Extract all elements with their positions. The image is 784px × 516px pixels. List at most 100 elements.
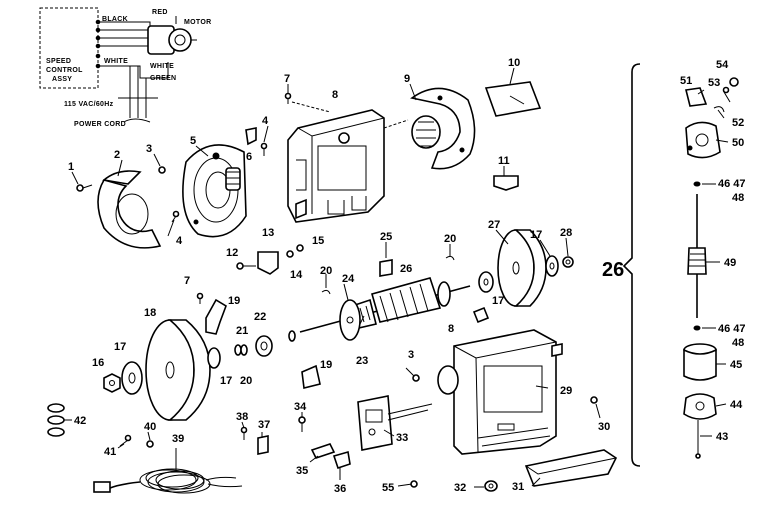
control-label: CONTROL <box>46 67 83 74</box>
part-18: 18 <box>144 307 156 319</box>
part-25: 25 <box>380 231 392 243</box>
part-48-upper: 48 <box>732 192 744 204</box>
spacer-22-graphic <box>255 335 273 357</box>
part-38: 38 <box>236 411 248 423</box>
housing-dashed-leaders <box>291 101 409 129</box>
tool-rest-19-right-graphic <box>301 364 321 389</box>
part-24: 24 <box>342 273 355 285</box>
flange-17-right-graphic <box>478 271 494 293</box>
wire-white-label-2: WHITE <box>150 63 174 70</box>
part-41: 41 <box>104 446 116 458</box>
main-housing-graphic <box>287 109 385 223</box>
part-3-lower: 3 <box>408 349 414 361</box>
part-14: 14 <box>290 269 303 281</box>
flange-17-mid-graphic <box>207 347 221 369</box>
part-13: 13 <box>262 227 274 239</box>
small-bushing-graphic <box>472 306 490 324</box>
nut-16-graphic <box>103 373 121 393</box>
part-7-lower: 7 <box>184 275 190 287</box>
part-23: 23 <box>356 355 368 367</box>
motor-symbol <box>147 25 197 55</box>
part-4-lower: 4 <box>176 235 183 247</box>
screw-38-graphic <box>240 426 248 440</box>
part-numbers: 1 2 3 5 4 4 6 7 8 9 10 11 12 13 14 15 7 … <box>68 57 746 495</box>
part-55: 55 <box>382 482 394 494</box>
part-21: 21 <box>236 325 248 337</box>
eye-shield-graphic <box>484 81 542 117</box>
nut-3-lower-graphic <box>412 374 420 382</box>
leader-23 <box>359 315 365 325</box>
part-44: 44 <box>730 399 743 411</box>
part-17-left: 17 <box>114 341 126 353</box>
part-7-top: 7 <box>284 73 290 85</box>
washer-shaft-graphic <box>288 330 296 342</box>
part-22: 22 <box>254 311 266 323</box>
part-42: 42 <box>74 415 86 427</box>
part-40: 40 <box>144 421 156 433</box>
foot-32-graphic <box>484 480 498 492</box>
wiring-schematic: SPEED CONTROL ASSY <box>39 7 211 128</box>
screw-41-graphic <box>119 434 132 447</box>
nut-3-graphic <box>158 166 166 174</box>
leader-lines <box>64 67 731 488</box>
part-6: 6 <box>246 151 252 163</box>
flange-17-left-graphic <box>121 361 143 395</box>
part-46-47-upper: 46 47 <box>718 178 746 190</box>
part-17-mid: 17 <box>220 375 232 387</box>
part-34: 34 <box>294 401 307 413</box>
bracket-group-26 <box>622 63 641 467</box>
wires <box>98 16 177 123</box>
washer-14-15-graphics <box>286 244 304 258</box>
clip-20-right-graphic <box>445 255 455 261</box>
part-17-right: 17 <box>492 295 504 307</box>
washer-21-graphic <box>240 344 248 356</box>
bracket-37-graphic <box>257 435 269 455</box>
part-20-mid: 20 <box>320 265 332 277</box>
washer-30-graphic <box>590 396 598 404</box>
part-11: 11 <box>498 155 510 167</box>
part-9: 9 <box>404 73 410 85</box>
part-53: 53 <box>708 77 720 89</box>
wire-white-label-1: WHITE <box>104 58 128 65</box>
clip-20-graphic <box>321 289 331 295</box>
switch-33-graphic <box>357 395 433 451</box>
part-8-lower: 8 <box>448 323 454 335</box>
screw-12-graphic <box>236 262 256 270</box>
power-cord-39-graphic <box>93 468 243 494</box>
part-36: 36 <box>334 483 346 495</box>
part-2: 2 <box>114 149 120 161</box>
part-5: 5 <box>190 135 196 147</box>
part-27: 27 <box>488 219 500 231</box>
part-32: 32 <box>454 482 466 494</box>
motor-housing-box-graphic <box>437 329 563 455</box>
armature-26-graphic <box>299 277 471 341</box>
wire-black-label: BLACK <box>102 16 128 23</box>
motor-label: MOTOR <box>184 19 211 26</box>
part-51: 51 <box>680 75 692 87</box>
part-45: 45 <box>730 359 742 371</box>
part-3: 3 <box>146 143 152 155</box>
part-graphics <box>47 63 739 494</box>
wire-red-label: RED <box>152 9 168 16</box>
part-29: 29 <box>560 385 572 397</box>
part-49: 49 <box>724 257 736 269</box>
part-33: 33 <box>396 432 408 444</box>
part-17-far: 17 <box>530 229 542 241</box>
part-1: 1 <box>68 161 74 173</box>
part-46-47-lower: 46 47 <box>718 323 746 335</box>
part-4-upper: 4 <box>262 115 269 127</box>
plate-35-graphic <box>310 443 336 459</box>
part-43: 43 <box>716 431 728 443</box>
part-54: 54 <box>716 59 729 71</box>
clip-11-graphic <box>493 175 519 191</box>
wire-green-label: GREEN <box>150 75 176 82</box>
part-31: 31 <box>512 481 524 493</box>
screw-34-graphic <box>298 416 306 432</box>
part-37: 37 <box>258 419 270 431</box>
screw-7-lower-graphic <box>196 292 204 304</box>
part-15: 15 <box>312 235 324 247</box>
flange-17-far-graphic <box>545 255 559 277</box>
part-50: 50 <box>732 137 744 149</box>
nut-28-graphic <box>562 256 574 268</box>
